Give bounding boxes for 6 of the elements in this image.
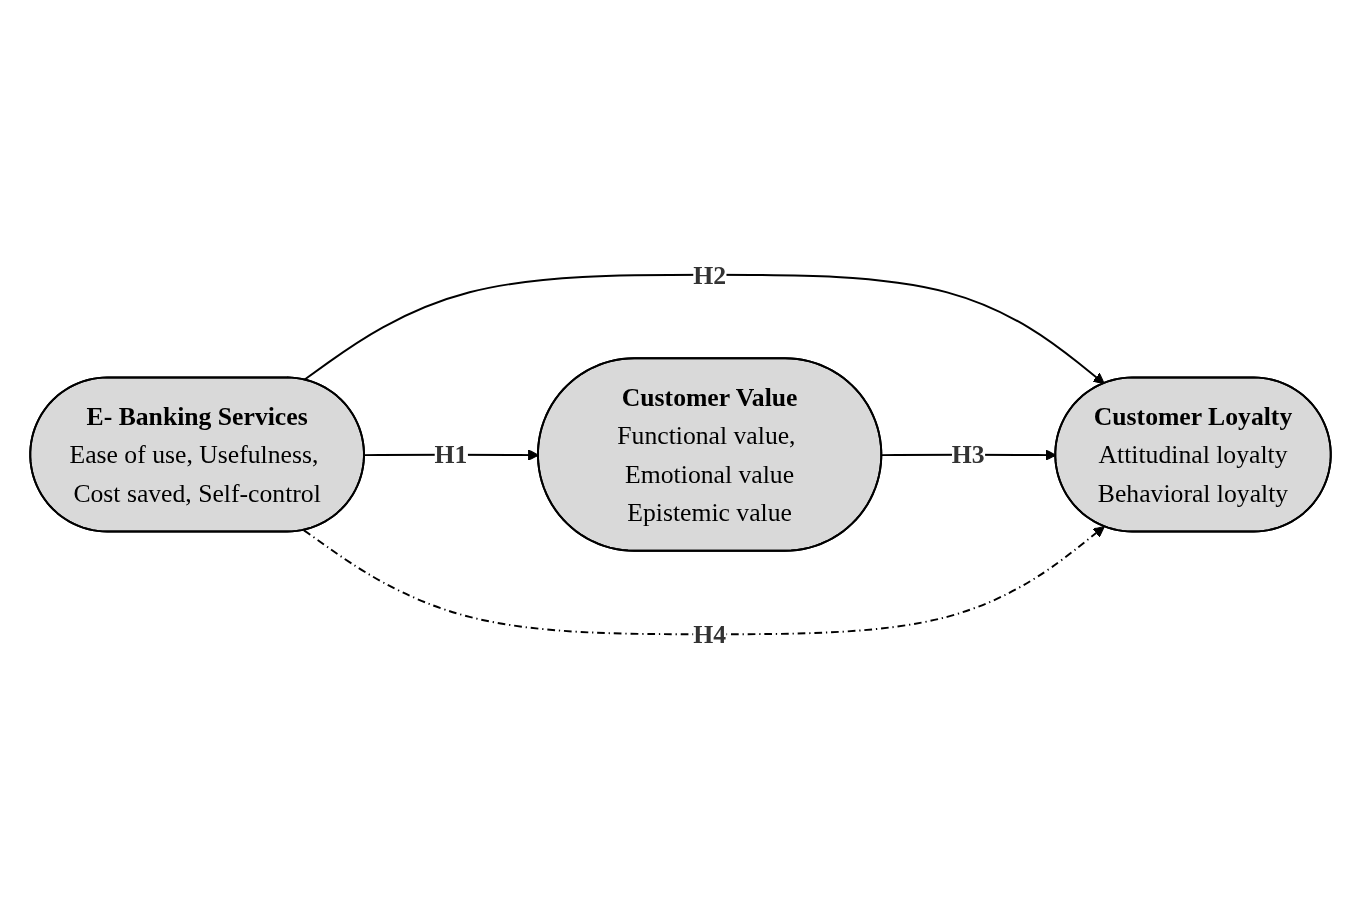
- edge-label: H1: [434, 440, 468, 469]
- edge-label: H2: [693, 260, 727, 289]
- edge-label: H3: [951, 440, 985, 469]
- arrow: [303, 273, 1105, 385]
- arrow: [303, 526, 1105, 636]
- edge-label: H4: [693, 620, 727, 649]
